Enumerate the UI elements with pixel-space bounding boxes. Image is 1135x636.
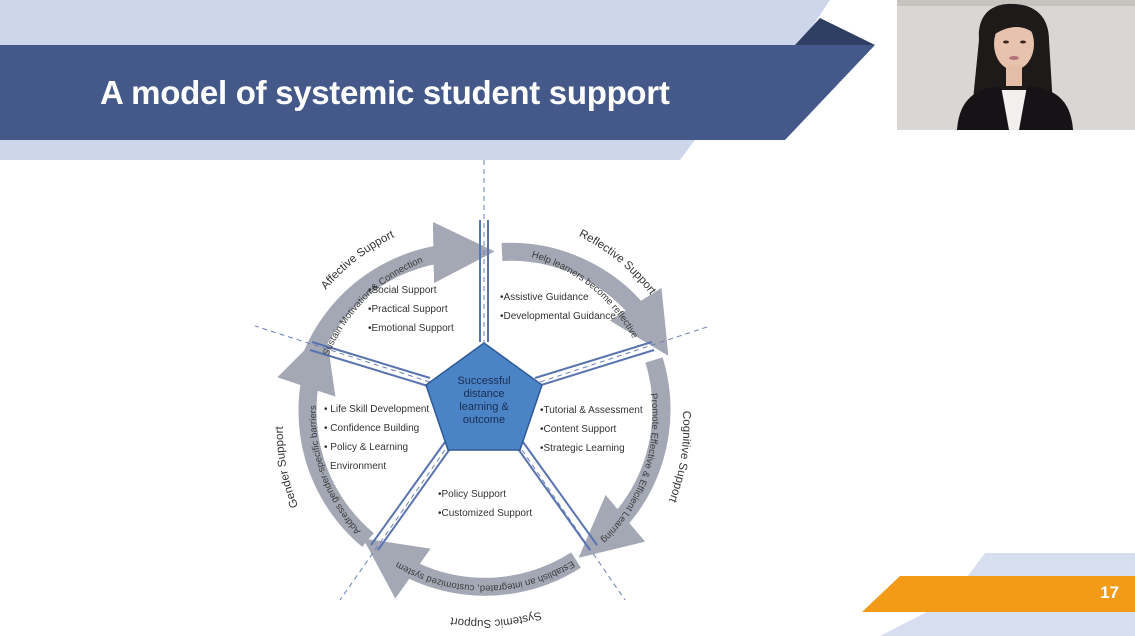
center-line-1: Successful	[457, 375, 510, 387]
reflective-item-1: •Assistive Guidance	[500, 292, 589, 303]
ring-arc-systemic	[363, 538, 581, 599]
title-banner	[0, 45, 875, 140]
gender-item-3: • Policy & Learning	[324, 442, 408, 453]
bottom-light-band	[0, 140, 695, 160]
dashed-dividers	[254, 160, 711, 601]
label-systemic-support: Systemic Support	[449, 609, 543, 629]
center-line-3: learning &	[459, 401, 509, 413]
cognitive-item-2: •Content Support	[540, 424, 617, 435]
gender-item-1: • Life Skill Development	[324, 404, 429, 415]
ring-arc-cognitive	[578, 357, 671, 558]
center-line-4: outcome	[463, 414, 505, 426]
ring-arc-reflective	[501, 242, 669, 356]
gender-item-2: • Confidence Building	[324, 423, 419, 434]
top-light-band	[0, 0, 830, 45]
spokes	[309, 220, 655, 551]
systemic-item-2: •Customized Support	[438, 508, 532, 519]
systemic-item-1: •Policy Support	[438, 489, 506, 500]
slide-title: A model of systemic student support	[100, 74, 670, 111]
cognitive-item-1: •Tutorial & Assessment	[540, 405, 643, 416]
person-video-icon	[897, 0, 1135, 130]
center-line-2: distance	[464, 388, 505, 400]
cognitive-item-3: •Strategic Learning	[540, 443, 625, 454]
webcam-thumbnail[interactable]	[897, 0, 1135, 130]
affective-item-3: •Emotional Support	[368, 323, 454, 334]
footer-orange-bar	[862, 576, 1135, 612]
page-number: 17	[1100, 583, 1119, 602]
gender-item-4: Environment	[330, 461, 386, 472]
affective-item-1: •Social Support	[368, 285, 437, 296]
ring-arcs	[277, 221, 671, 599]
affective-item-2: •Practical Support	[368, 304, 448, 315]
center-pentagon	[425, 342, 543, 451]
label-gender-support: Gender Support	[274, 425, 301, 509]
ring-arc-gender	[277, 328, 374, 547]
arc-text-systemic: Establish an integrated, customized syst…	[394, 558, 577, 593]
systemic-support-diagram: Successful distance learning & outcome S…	[254, 160, 711, 629]
top-dark-triangle	[795, 18, 875, 45]
reflective-item-2: •Developmental Guidance	[500, 311, 616, 322]
